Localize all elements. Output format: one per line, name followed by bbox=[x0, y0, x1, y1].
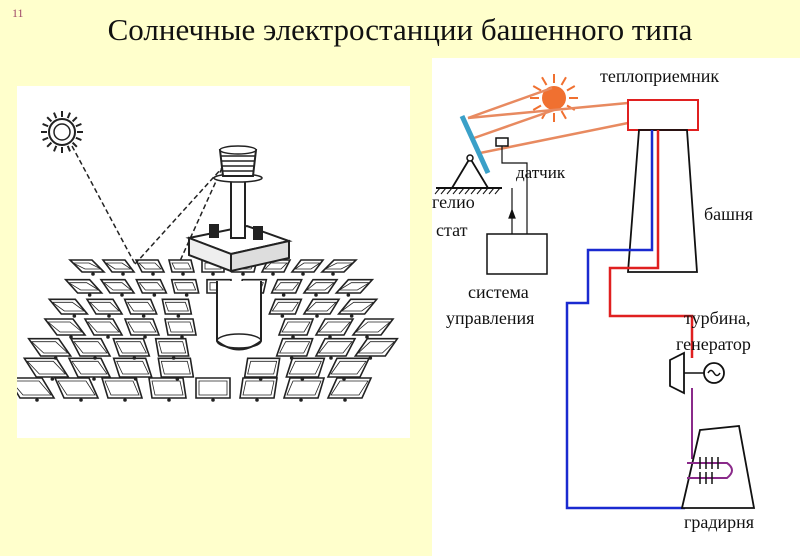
label-turbine-2: генератор bbox=[676, 334, 751, 354]
hot-pipe bbox=[608, 130, 694, 358]
label-turbine-1: турбина, bbox=[684, 308, 751, 328]
slide-number: 11 bbox=[12, 6, 24, 20]
label-control-1: система bbox=[468, 282, 529, 302]
cold-pipe bbox=[565, 130, 692, 510]
tower-base bbox=[216, 281, 262, 351]
central-building bbox=[185, 224, 293, 273]
sun-icon bbox=[41, 111, 83, 153]
receiver-box bbox=[627, 99, 699, 131]
sun-icon bbox=[530, 74, 578, 122]
cooling-tower-icon bbox=[680, 425, 756, 509]
control-links bbox=[501, 146, 528, 234]
slide-title: Солнечные электростанции башенного типа bbox=[107, 12, 693, 47]
sensor-box bbox=[495, 137, 509, 147]
generator-icon bbox=[703, 362, 725, 384]
control-system-box bbox=[486, 233, 548, 275]
concentrated-beams bbox=[467, 86, 629, 155]
tower-plant-schematic: теплоприемник датчик гелио стат башня си… bbox=[432, 58, 800, 556]
label-control-2: управления bbox=[446, 308, 534, 328]
schematic-svg: теплоприемник датчик гелио стат башня си… bbox=[432, 66, 756, 532]
heliostat-mirror bbox=[434, 114, 502, 195]
tower-column bbox=[213, 145, 263, 239]
label-tower: башня bbox=[704, 204, 753, 224]
label-heliostat-1: гелио bbox=[432, 192, 475, 212]
heliostat-field-illustration bbox=[17, 86, 410, 438]
label-cooling-tower: градирня bbox=[684, 512, 754, 532]
turbine-icon bbox=[669, 351, 704, 395]
field-svg bbox=[17, 111, 399, 402]
label-receiver: теплоприемник bbox=[600, 66, 719, 86]
tower-outline bbox=[627, 129, 698, 273]
light-rays bbox=[71, 145, 223, 265]
label-sensor: датчик bbox=[516, 163, 566, 182]
heliostat-field bbox=[17, 259, 399, 402]
label-heliostat-2: стат bbox=[436, 220, 468, 240]
